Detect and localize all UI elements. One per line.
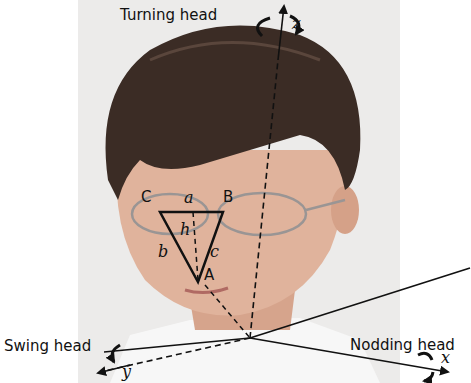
axis-caption: Nodding head — [350, 338, 455, 353]
side-label: b — [158, 244, 168, 260]
axis-caption: Swing head — [4, 339, 91, 354]
vertex-label: B — [223, 190, 233, 205]
height-label: h — [180, 222, 190, 238]
axis-name: y — [122, 364, 131, 380]
vertex-label: C — [141, 190, 151, 205]
side-label: c — [210, 244, 219, 260]
axis-name: x — [441, 350, 450, 366]
side-label: a — [184, 190, 194, 206]
axis-caption: Turning head — [120, 8, 217, 23]
axis-name: z — [292, 16, 300, 32]
vertex-label: A — [204, 268, 214, 283]
